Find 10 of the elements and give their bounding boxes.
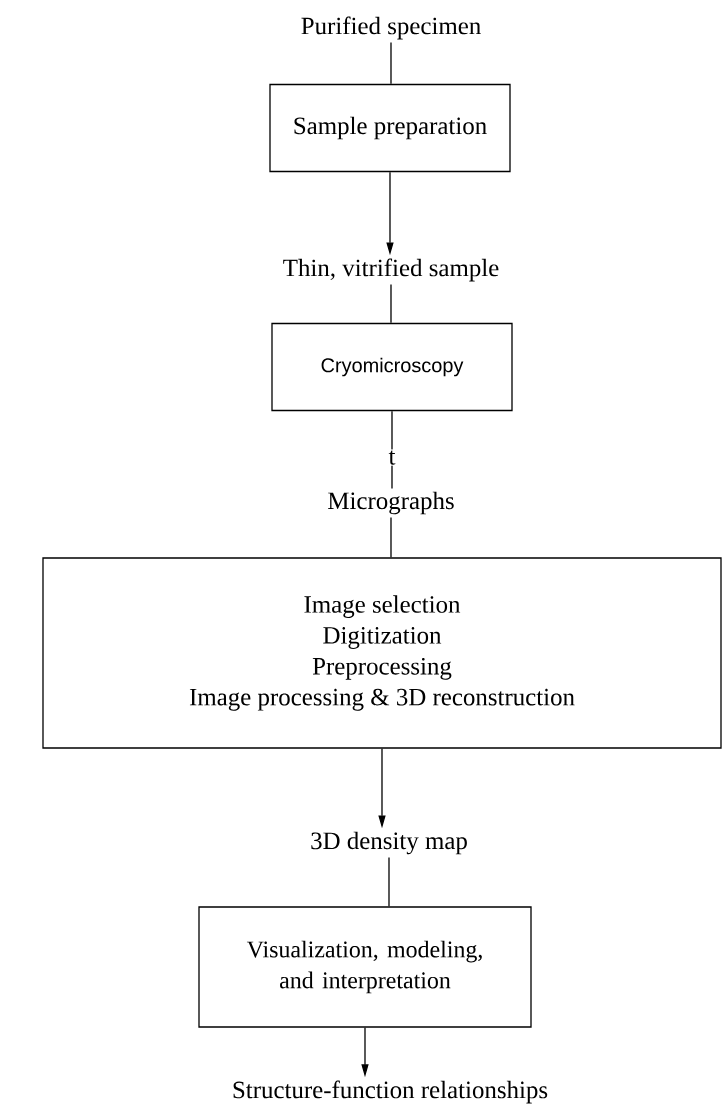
step-label: 3D density map: [311, 831, 467, 855]
process-box: Visualization, modeling, and interpretation: [198, 906, 532, 1028]
step-label: Structure-function relationships: [233, 1080, 548, 1104]
process-box: Cryomicroscopy: [271, 322, 513, 412]
process-box: Image selection Digitization Preprocessing Image processing & 3D reconstruction: [42, 557, 722, 749]
step-label: Micrographs: [328, 491, 454, 515]
step-label: Purified specimen: [301, 16, 481, 40]
edge-label: t: [387, 449, 397, 466]
step-label: Thin, vitrified sample: [283, 258, 499, 282]
process-box: Sample preparation: [269, 83, 511, 173]
